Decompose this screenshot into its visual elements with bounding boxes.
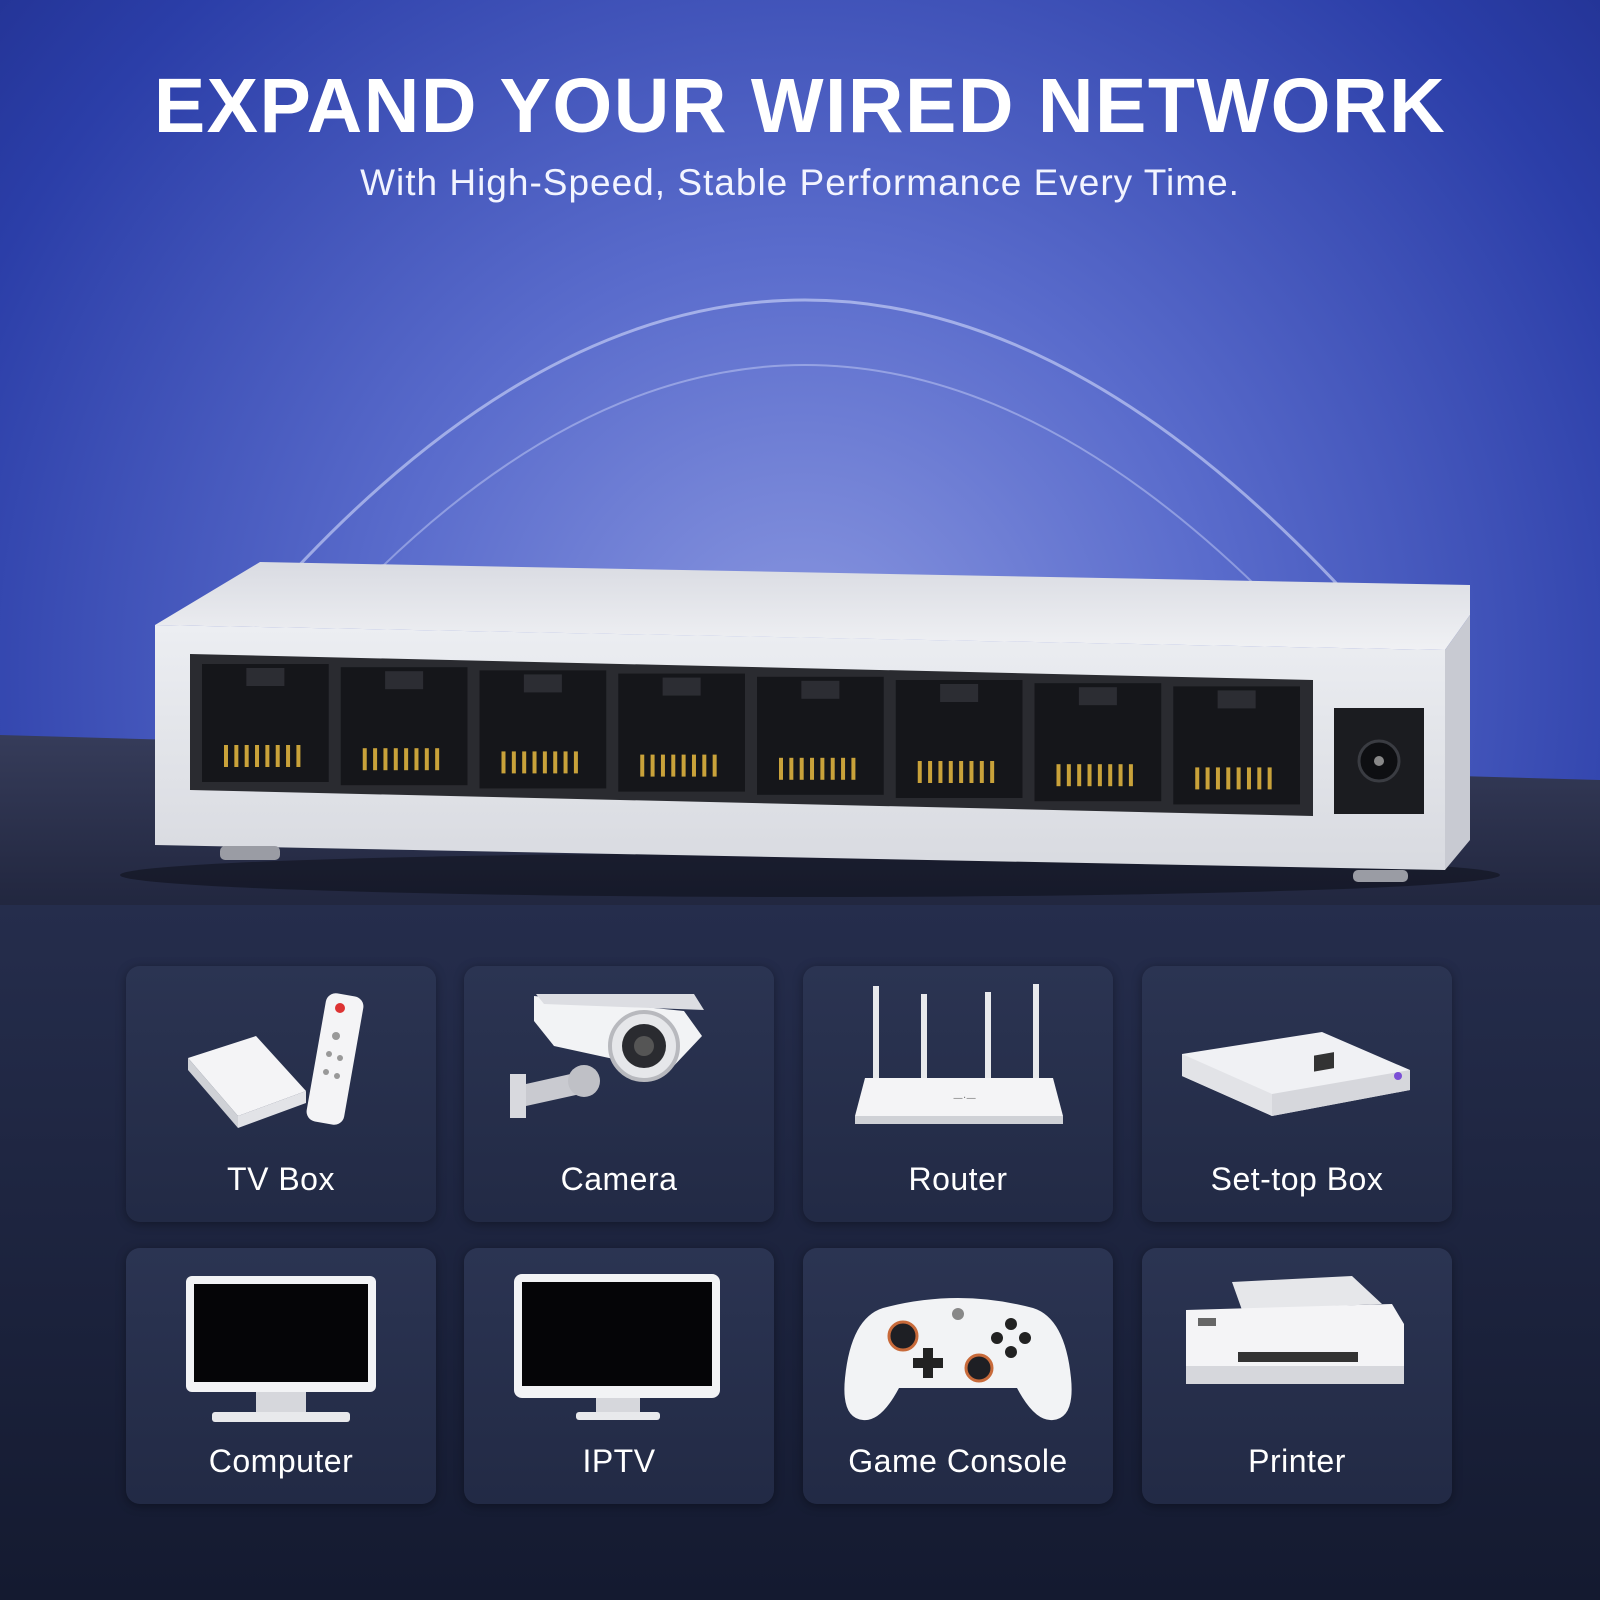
ethernet-port-icon [757, 676, 884, 795]
device-label: Camera [560, 1161, 678, 1197]
router-icon: —·— [855, 984, 1063, 1124]
device-tile-computer: Computer [126, 1248, 436, 1504]
tv-box-icon [188, 993, 364, 1128]
ethernet-port-icon [618, 673, 745, 792]
device-tile-printer: Printer [1142, 1248, 1452, 1504]
printer-icon [1186, 1276, 1404, 1384]
ethernet-port-icon [202, 664, 329, 782]
device-tile-iptv: IPTV [464, 1248, 774, 1504]
svg-text:—·—: —·— [953, 1093, 976, 1104]
device-tile-set-top-box: Set-top Box [1142, 966, 1452, 1222]
ethernet-port-icon [1173, 686, 1300, 805]
device-label: TV Box [227, 1161, 335, 1197]
device-label: Computer [208, 1443, 354, 1479]
device-label: Game Console [848, 1443, 1068, 1479]
device-label: IPTV [582, 1443, 656, 1479]
device-label: Printer [1248, 1443, 1346, 1479]
iptv-icon [514, 1274, 720, 1420]
ethernet-port-icon [895, 680, 1023, 798]
device-label: Router [908, 1161, 1008, 1197]
device-tile-router: —·— Router [803, 966, 1113, 1222]
computer-icon [186, 1276, 376, 1422]
page-title: EXPAND YOUR WIRED NETWORK [153, 63, 1447, 149]
device-tile-tv-box: TV Box [126, 966, 436, 1222]
ethernet-port-icon [1034, 683, 1162, 802]
device-tile-game-console: Game Console [803, 1248, 1113, 1504]
page-subtitle: With High-Speed, Stable Performance Ever… [360, 162, 1240, 203]
device-tile-camera: Camera [464, 966, 774, 1222]
set-top-box-icon [1182, 1032, 1410, 1116]
ethernet-port-icon [479, 670, 607, 789]
device-label: Set-top Box [1210, 1161, 1384, 1197]
ethernet-port-icon [340, 667, 468, 786]
game-console-icon [844, 1298, 1072, 1421]
camera-icon [510, 994, 704, 1118]
